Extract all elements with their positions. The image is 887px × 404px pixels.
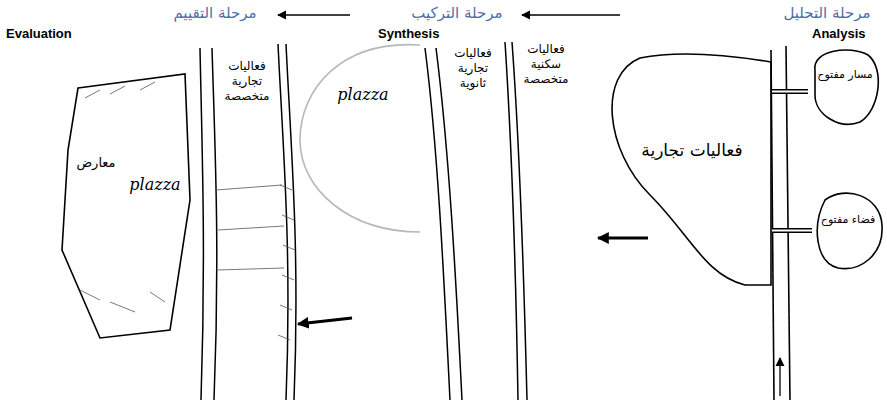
flow-arrow xyxy=(298,238,648,324)
open-space-blob: مسار مفتوح xyxy=(808,48,882,128)
node-outline xyxy=(298,40,423,235)
street-band xyxy=(200,44,296,400)
stage-name: Analysis xyxy=(812,26,884,41)
stage-heading: مرحلة التقييم xyxy=(160,4,270,22)
street-band xyxy=(425,42,527,400)
node-text: مسار مفتوح xyxy=(812,68,878,82)
hatch-lines xyxy=(80,82,165,312)
node-text: فعاليات سكنية متخصصة xyxy=(516,42,576,87)
node-text: plazza xyxy=(328,85,398,105)
stage-name: Evaluation xyxy=(6,26,96,41)
connector-line xyxy=(772,228,812,233)
connector-line xyxy=(772,89,808,94)
connector-line xyxy=(772,91,808,93)
node-outline xyxy=(808,48,882,128)
plaza-area: plazza xyxy=(298,40,423,235)
band-zone: فعاليات تجارية متخصصة xyxy=(218,55,276,165)
node-outline xyxy=(62,74,190,338)
node-outline xyxy=(612,55,772,287)
hatch-lines xyxy=(216,185,295,340)
stage-heading: مرحلة التحليل xyxy=(772,4,882,22)
node-outline xyxy=(817,193,882,268)
node-text: معارض xyxy=(66,155,126,171)
connector xyxy=(772,230,812,231)
node-outline xyxy=(612,54,771,285)
band-zone: فعاليات سكنية متخصصة xyxy=(516,38,576,138)
node-text: plazza xyxy=(120,175,190,195)
open-space-blob: فضاء مفتوح xyxy=(812,188,884,273)
activity-zone: فعاليات تجارية xyxy=(612,55,772,287)
node-text: فضاء مفتوح xyxy=(816,213,880,227)
stage-name: Synthesis xyxy=(378,26,458,41)
node-text: فعاليات تجارية متخصصة xyxy=(218,59,276,104)
connector-line xyxy=(772,230,812,232)
connector xyxy=(772,91,808,92)
band-zone: فعاليات تجارية ثانوية xyxy=(444,42,502,137)
node-text: فعاليات تجارية ثانوية xyxy=(444,46,502,91)
node-text: فعاليات تجارية xyxy=(637,140,747,161)
node-outline xyxy=(812,188,884,273)
street-band xyxy=(771,46,790,400)
plaza-area: معارض plazza xyxy=(58,70,193,345)
node-outline xyxy=(58,70,193,345)
stage-heading: مرحلة التركيب xyxy=(402,4,512,22)
node-outline xyxy=(815,50,878,124)
node-outline xyxy=(300,45,420,232)
